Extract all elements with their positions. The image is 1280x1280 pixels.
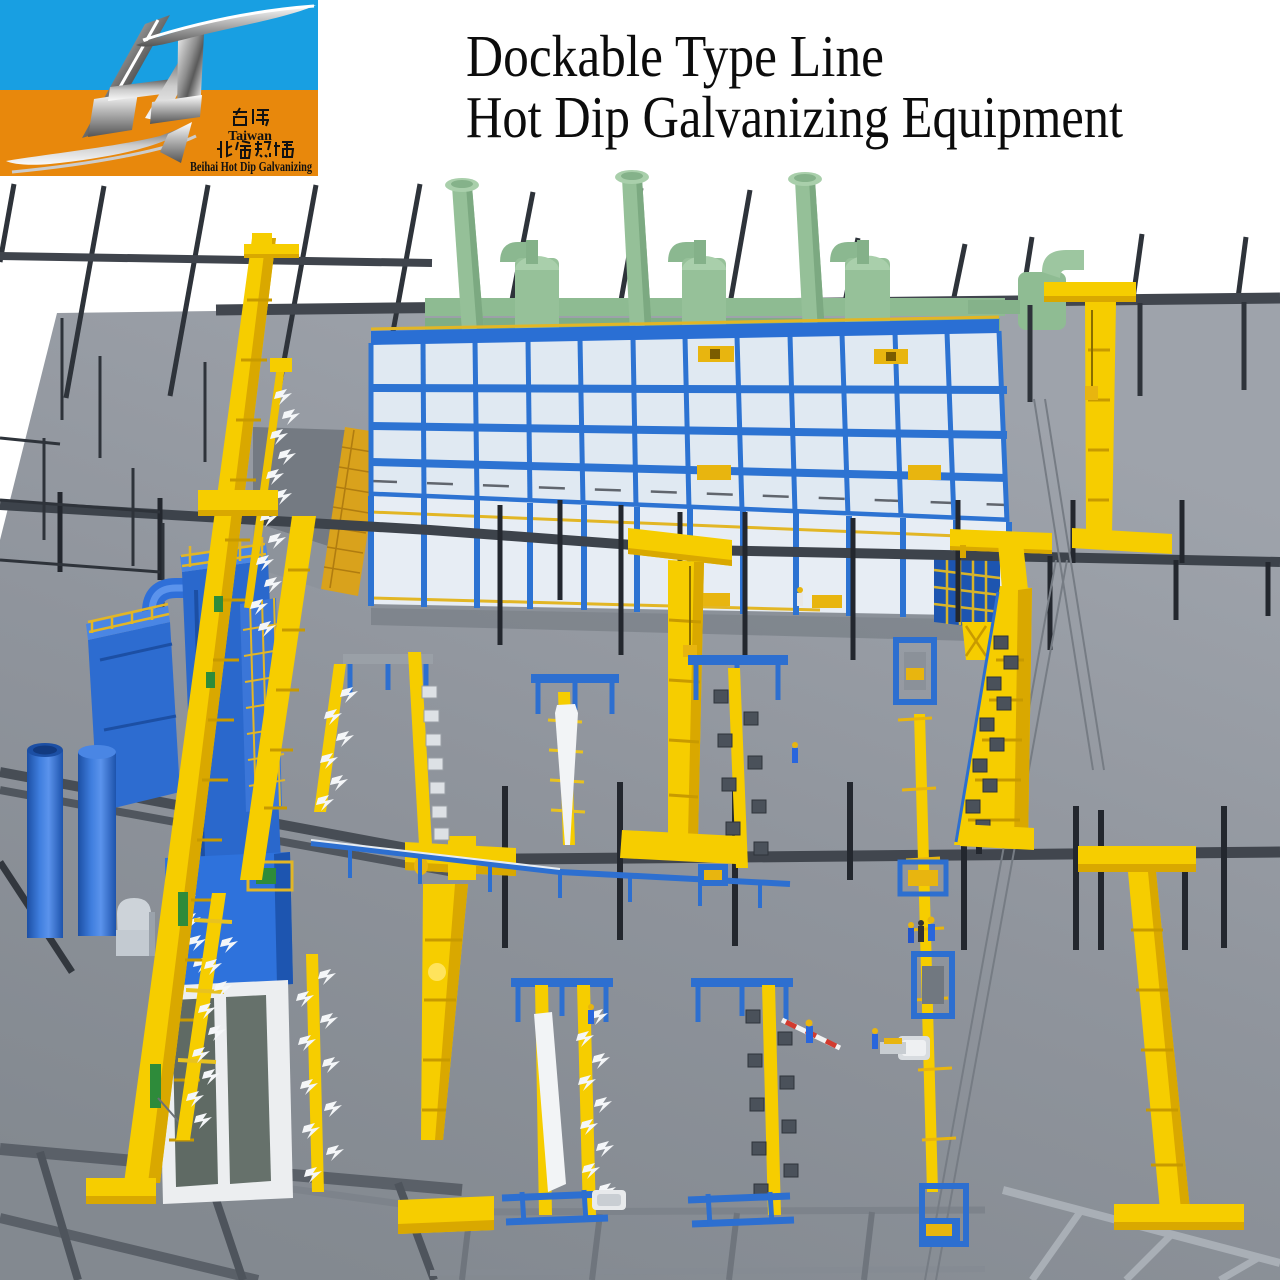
svg-text:Hot Dip Galvanizing Equipment: Hot Dip Galvanizing Equipment bbox=[466, 84, 1124, 150]
svg-text:Beihai Hot Dip Galvanizing: Beihai Hot Dip Galvanizing bbox=[190, 159, 312, 174]
svg-text:Dockable Type Line: Dockable Type Line bbox=[466, 23, 884, 89]
svg-text:Taiwan: Taiwan bbox=[228, 129, 272, 144]
